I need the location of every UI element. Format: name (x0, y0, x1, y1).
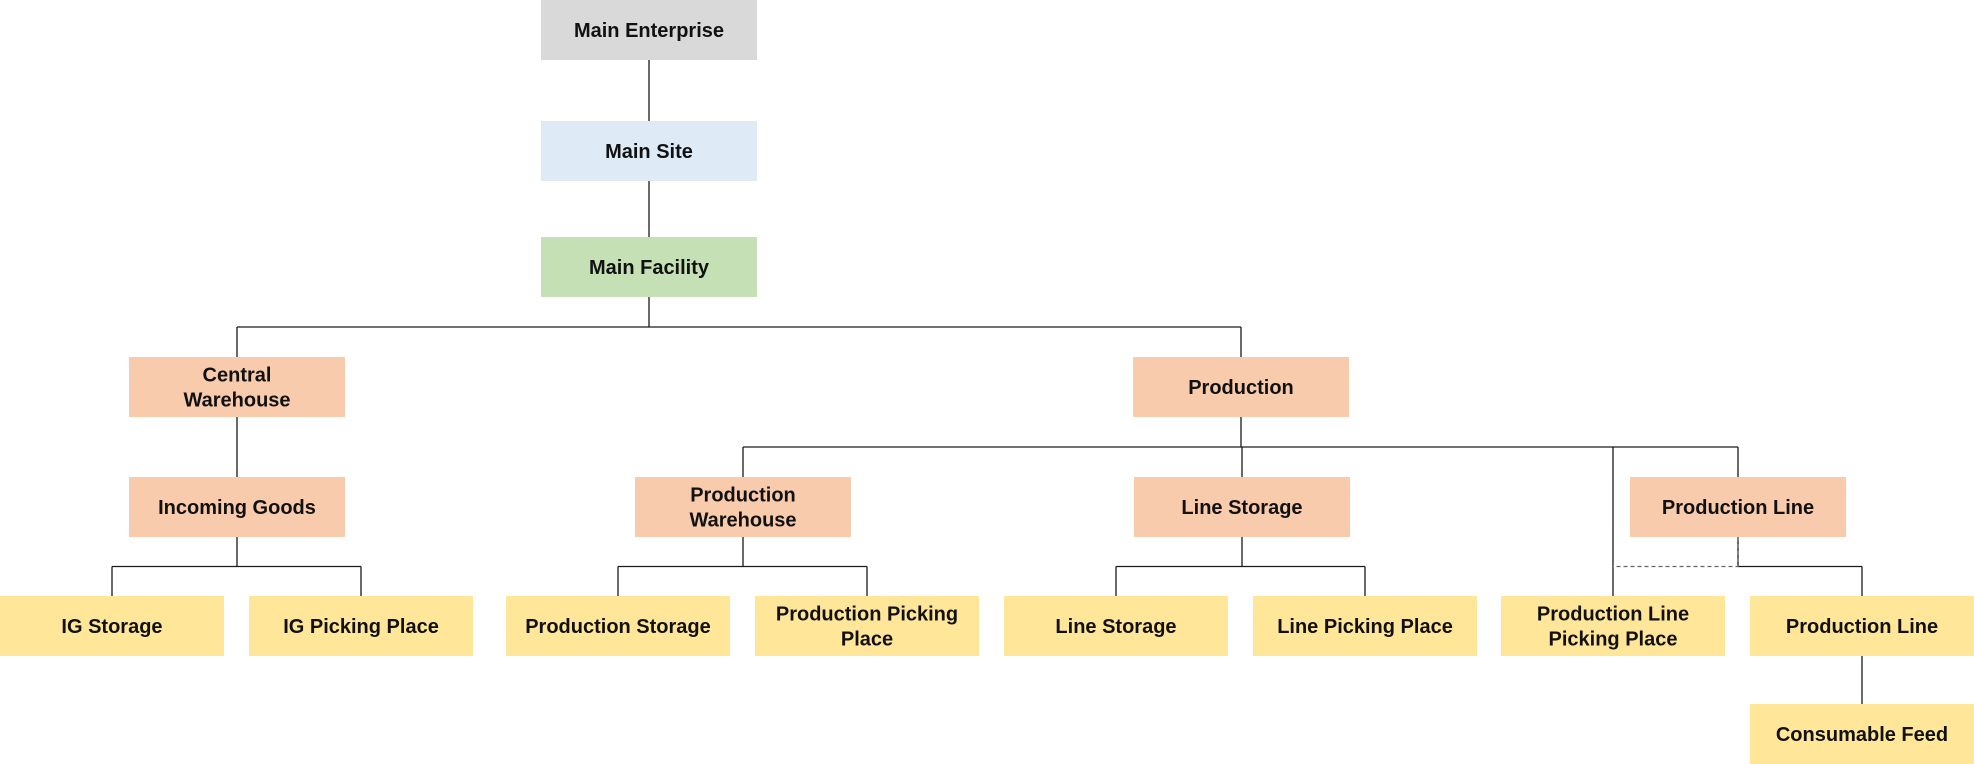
node-label-incoming-goods: Incoming Goods (158, 497, 316, 519)
node-label-line-storage-area: Line Storage (1181, 497, 1302, 519)
node-ig-storage: IG Storage (0, 596, 224, 656)
connector-dashed-production-line-area-production-line-picking-place (1613, 537, 1739, 568)
node-box-production-line (1750, 596, 1974, 656)
node-line-picking-place: Line Picking Place (1253, 596, 1477, 656)
node-box-central-warehouse (129, 357, 345, 417)
node-label-production-storage: Production Storage (525, 616, 711, 638)
node-box-production-warehouse (635, 477, 851, 537)
node-production-line-area: Production Line (1630, 477, 1846, 537)
node-label-production-warehouse-line-2: Warehouse (689, 510, 796, 532)
node-ig-picking-place: IG Picking Place (249, 596, 473, 656)
node-label-main-site: Main Site (605, 141, 693, 163)
node-main-facility: Main Facility (541, 237, 757, 297)
node-label-production-line-picking-place-line-2: Picking Place (1549, 629, 1678, 651)
node-box-production-line-area (1630, 477, 1846, 537)
node-box-production-line-picking-place (1501, 596, 1725, 656)
node-box-main-site (541, 121, 757, 181)
node-box-production (1133, 357, 1349, 417)
node-label-production-picking-place-line-1: Production Picking (776, 604, 958, 626)
node-line-storage: Line Storage (1004, 596, 1228, 656)
node-box-incoming-goods (129, 477, 345, 537)
node-box-main-enterprise (541, 0, 757, 60)
node-box-ig-picking-place (249, 596, 473, 656)
node-box-production-storage (506, 596, 730, 656)
node-label-central-warehouse-line-1: Central (203, 365, 272, 387)
node-label-production-line-picking-place-line-1: Production Line (1537, 604, 1689, 626)
node-box-consumable-feed (1750, 704, 1974, 764)
node-label-line-picking-place: Line Picking Place (1277, 616, 1453, 638)
node-label-main-facility: Main Facility (589, 257, 710, 279)
node-box-production-picking-place (755, 596, 979, 656)
node-label-ig-picking-place: IG Picking Place (283, 616, 439, 638)
node-main-site: Main Site (541, 121, 757, 181)
node-label-ig-storage: IG Storage (61, 616, 162, 638)
node-label-line-storage: Line Storage (1055, 616, 1176, 638)
node-label-production-line: Production Line (1786, 616, 1938, 638)
node-box-line-picking-place (1253, 596, 1477, 656)
node-line-storage-area: Line Storage (1134, 477, 1350, 537)
node-box-line-storage-area (1134, 477, 1350, 537)
connectors (111, 60, 1863, 704)
node-box-main-facility (541, 237, 757, 297)
node-incoming-goods: Incoming Goods (129, 477, 345, 537)
node-label-production-picking-place-line-2: Place (841, 629, 893, 651)
node-production: Production (1133, 357, 1349, 417)
node-box-ig-storage (0, 596, 224, 656)
node-label-production-warehouse-line-1: Production (690, 485, 796, 507)
node-label-central-warehouse-line-2: Warehouse (183, 390, 290, 412)
node-label-production: Production (1188, 377, 1294, 399)
node-consumable-feed: Consumable Feed (1750, 704, 1974, 764)
node-production-storage: Production Storage (506, 596, 730, 656)
node-box-line-storage (1004, 596, 1228, 656)
node-main-enterprise: Main Enterprise (541, 0, 757, 60)
node-label-main-enterprise: Main Enterprise (574, 20, 724, 42)
node-label-production-line-area: Production Line (1662, 497, 1814, 519)
node-production-line: Production Line (1750, 596, 1974, 656)
node-label-consumable-feed: Consumable Feed (1776, 724, 1948, 746)
